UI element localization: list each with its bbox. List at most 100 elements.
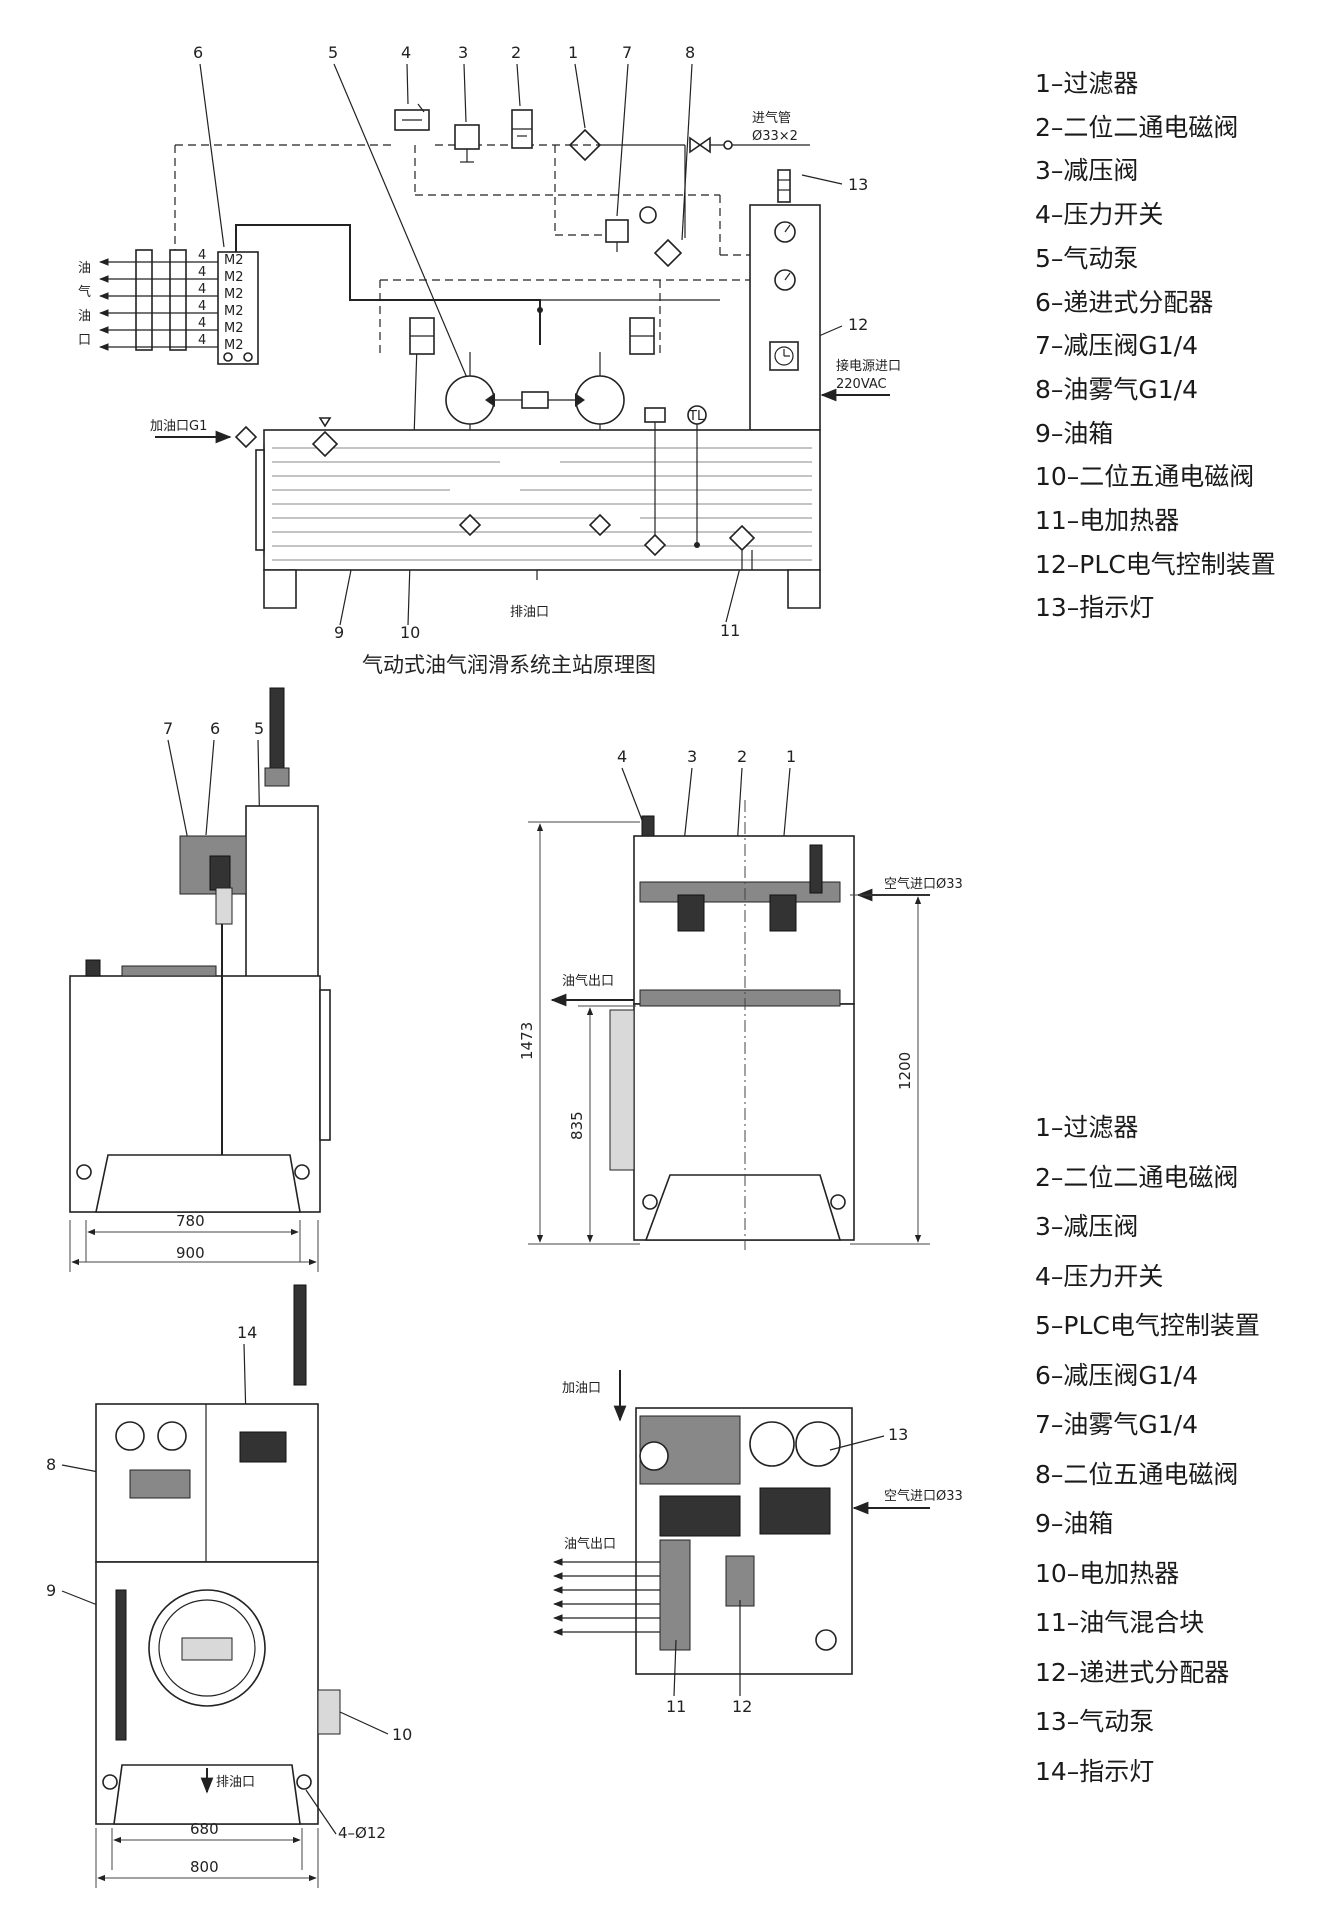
legend-top-item: 2–二位二通电磁阀 [1035,112,1239,142]
svg-text:1200: 1200 [896,1052,914,1090]
legend-top-item: 4–压力开关 [1035,200,1164,230]
svg-text:M2: M2 [224,287,244,302]
outlet-arrows [99,258,218,351]
svg-text:4: 4 [198,248,206,263]
legend-top-item: 7–减压阀G1/4 [1035,331,1199,361]
check-valve [521,391,549,409]
rear-view: 14 8 9 10 排油口 680 800 4–Ø12 [46,1284,412,1888]
legend-bottom-item: 13–气动泵 [1035,1707,1155,1736]
legend-top-item: 12–PLC电气控制装置 [1035,549,1276,579]
legend-bottom-item: 5–PLC电气控制装置 [1035,1311,1260,1340]
callout-6: 6 [193,43,203,62]
power-voltage: 220VAC [836,377,887,392]
svg-text:835: 835 [568,1111,586,1140]
svg-text:13: 13 [888,1425,908,1444]
legend-bottom-item: 8–二位五通电磁阀 [1035,1459,1239,1489]
progressive-distributor: M2 M2 M2 M2 M2 M2 [217,251,259,365]
svg-text:油气出口: 油气出口 [562,973,614,989]
air-inlet-size: Ø33×2 [752,129,798,144]
drain-label: 排油口 [510,605,549,620]
legend-top-item: 10–二位五通电磁阀 [1035,462,1255,492]
svg-text:加油口: 加油口 [562,1381,601,1396]
legend-top-item: 8–油雾气G1/4 [1035,374,1199,404]
legend-bottom-item: 1–过滤器 [1035,1113,1139,1142]
legend-bottom-item: 2–二位二通电磁阀 [1035,1162,1239,1192]
distributor-counts: 4 4 4 4 4 4 [198,248,206,348]
svg-text:9: 9 [46,1581,56,1600]
svg-text:900: 900 [176,1244,205,1262]
svg-text:1473: 1473 [518,1022,536,1060]
top-view: 加油口 13 空气进口Ø33 油气出口 11 12 [553,1370,963,1716]
svg-text:M2: M2 [224,321,244,336]
indicator-lamp-13 [777,169,791,203]
svg-text:680: 680 [190,1820,219,1838]
solenoid-valve-10-right [629,317,655,355]
legend-top-item: 13–指示灯 [1035,593,1155,623]
legend-top-item: 6–递进式分配器 [1035,287,1214,317]
front-view: 4 3 2 1 油气出口 空气进口Ø33 1473 835 120 [518,747,963,1250]
svg-text:4: 4 [617,747,627,766]
legend-top-item: 9–油箱 [1035,418,1114,448]
legend-top-item: 3–减压阀 [1035,156,1139,186]
callout-2: 2 [511,43,521,62]
callout-12: 12 [848,315,868,334]
legend-bottom-item: 9–油箱 [1035,1509,1114,1538]
svg-text:10: 10 [392,1725,412,1744]
ball-valve-symbol [689,136,733,154]
svg-text:11: 11 [666,1697,686,1716]
legend-top: 1–过滤器 2–二位二通电磁阀 3–减压阀 4–压力开关 5–气动泵 6–递进式… [1035,62,1276,630]
oil-tank [255,429,821,609]
air-inlet-label: 进气管 [752,110,791,126]
svg-text:5: 5 [254,719,264,738]
svg-text:4–Ø12: 4–Ø12 [338,1824,386,1842]
callout-10: 10 [400,623,420,642]
svg-text:空气进口Ø33: 空气进口Ø33 [884,876,963,892]
breather-filter [311,430,339,458]
svg-text:14: 14 [237,1323,257,1342]
legend-bottom-item: 14–指示灯 [1035,1756,1155,1786]
pressure-switch-symbol [394,103,430,131]
svg-text:4: 4 [198,333,206,348]
svg-text:气: 气 [78,284,91,300]
svg-text:口: 口 [78,333,91,348]
legend-top-item: 11–电加热器 [1035,506,1180,536]
svg-text:M2: M2 [224,304,244,319]
svg-text:M2: M2 [224,253,244,268]
legend-bottom-item: 11–油气混合块 [1035,1608,1205,1637]
reducing-valve-7 [605,219,629,252]
svg-text:2: 2 [737,747,747,766]
power-inlet-label: 接电源进口 [836,358,901,374]
schematic-diagram: 6 5 4 3 2 1 7 8 13 12 9 10 11 [78,43,901,677]
svg-text:4: 4 [198,299,206,314]
top-outlet-arrows [553,1558,660,1636]
schematic-callouts: 6 5 4 3 2 1 7 8 13 12 9 10 11 [193,43,868,642]
svg-text:12: 12 [732,1697,752,1716]
svg-text:4: 4 [198,316,206,331]
svg-text:7: 7 [163,719,173,738]
legend-bottom-item: 10–电加热器 [1035,1558,1180,1588]
legend-bottom-item: 7–油雾气G1/4 [1035,1410,1199,1439]
svg-text:空气进口Ø33: 空气进口Ø33 [884,1488,963,1504]
svg-text:4: 4 [198,265,206,280]
callout-9: 9 [334,623,344,642]
legend-bottom-item: 6–减压阀G1/4 [1035,1360,1199,1390]
svg-text:3: 3 [687,747,697,766]
svg-text:排油口: 排油口 [216,1775,255,1790]
solenoid-valve-10-left [409,317,435,355]
oil-fill-label: 加油口G1 [150,419,207,434]
svg-text:油: 油 [78,309,91,324]
legend-bottom: 1–过滤器 2–二位二通电磁阀 3–减压阀 4–压力开关 5–PLC电气控制装置… [1035,1103,1260,1796]
solenoid-valve-symbol [511,109,533,149]
side-view: 7 6 5 780 900 [69,687,331,1272]
svg-text:780: 780 [176,1212,205,1230]
callout-11: 11 [720,621,740,640]
callout-13: 13 [848,175,868,194]
svg-text:4: 4 [198,282,206,297]
gauge-small [639,206,657,224]
callout-8: 8 [685,43,695,62]
svg-text:M2: M2 [224,270,244,285]
svg-text:1: 1 [786,747,796,766]
legend-bottom-item: 3–减压阀 [1035,1212,1139,1241]
callout-1: 1 [568,43,578,62]
svg-text:6: 6 [210,719,220,738]
